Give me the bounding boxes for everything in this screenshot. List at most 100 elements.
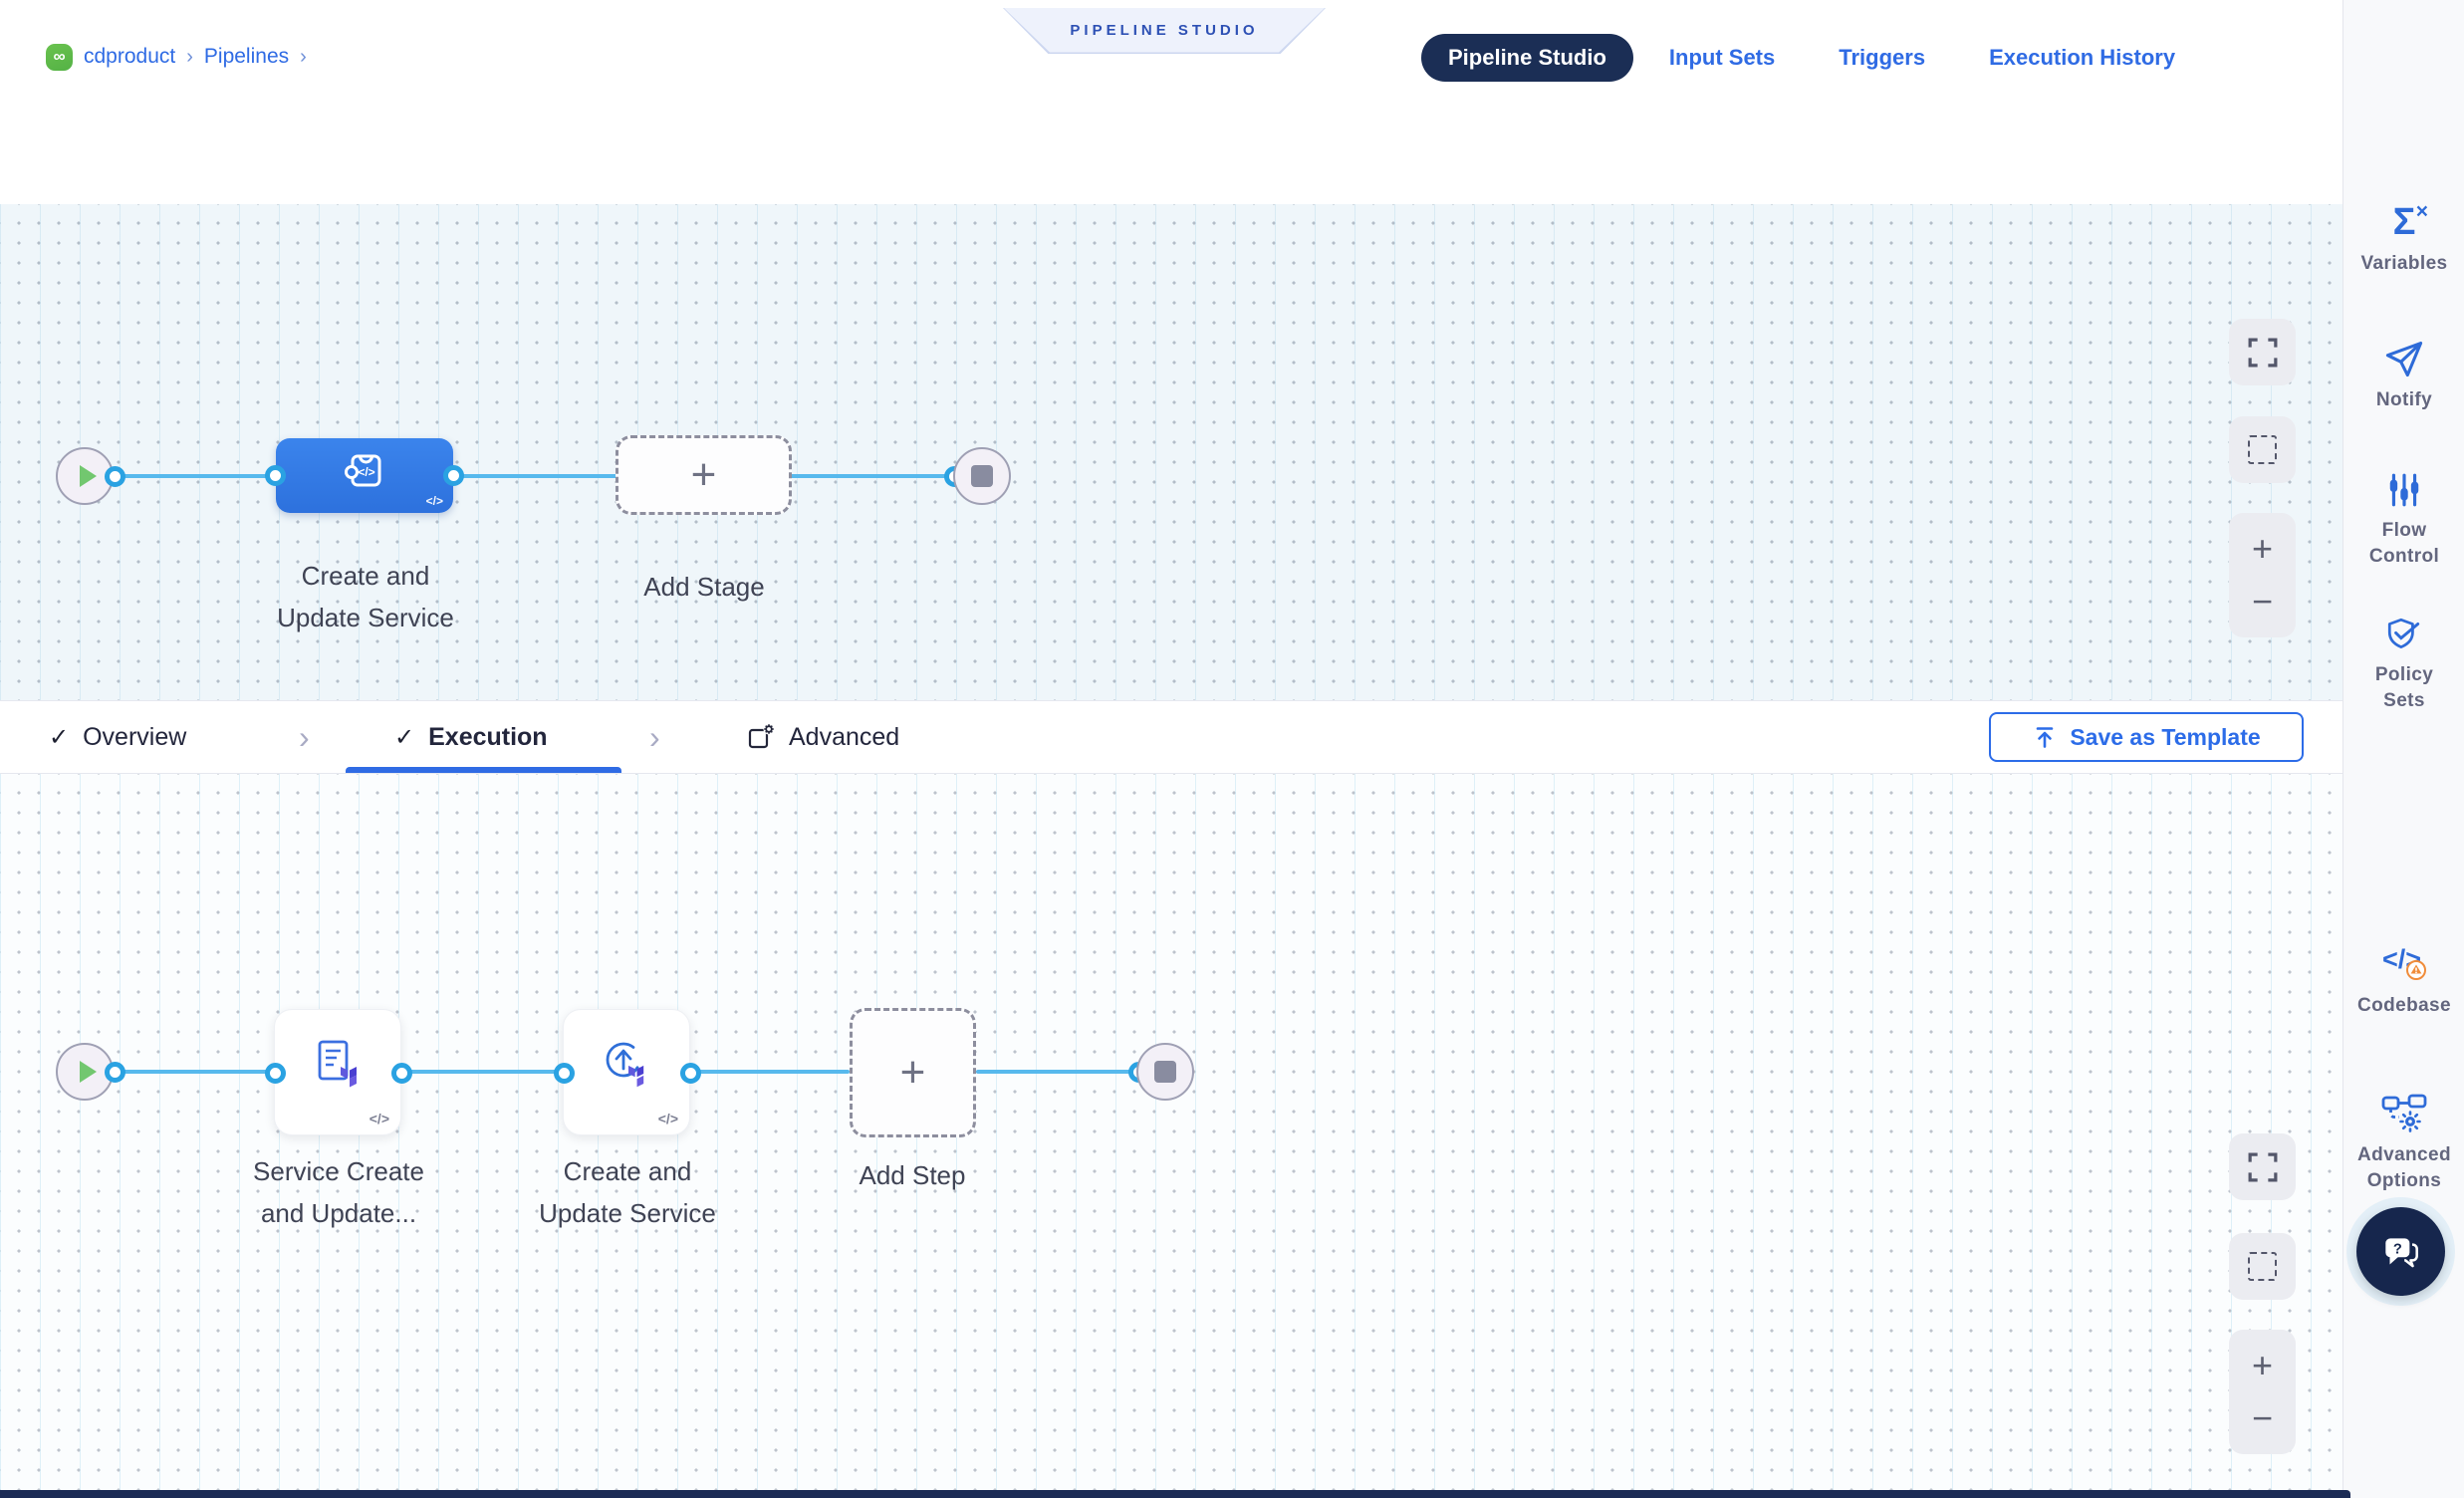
sidebar-item-variables[interactable]: Σ× Variables bbox=[2360, 200, 2448, 274]
chat-question-icon: ? bbox=[2384, 1237, 2418, 1267]
zoom-out-button[interactable]: − bbox=[2251, 1397, 2274, 1439]
stop-square-icon bbox=[971, 465, 993, 487]
chevron-right-icon: › bbox=[299, 718, 310, 755]
pipeline-studio-banner-label: PIPELINE STUDIO bbox=[1004, 8, 1325, 53]
zoom-out-button[interactable]: − bbox=[2251, 581, 2274, 623]
terraform-plan-step-icon bbox=[275, 1036, 400, 1092]
plus-icon: + bbox=[899, 1048, 926, 1097]
notify-paper-plane-icon bbox=[2385, 341, 2423, 377]
plus-icon: + bbox=[690, 450, 717, 499]
check-icon: ✓ bbox=[49, 723, 70, 751]
breadcrumb-project-link[interactable]: cdproduct bbox=[84, 45, 176, 68]
help-chat-button[interactable]: ? bbox=[2356, 1207, 2445, 1296]
start-play-icon bbox=[80, 1061, 97, 1083]
pipeline-end-node bbox=[953, 447, 1011, 505]
stop-square-icon bbox=[1154, 1061, 1176, 1083]
connector-line bbox=[453, 474, 617, 478]
policy-shield-check-icon bbox=[2387, 618, 2420, 648]
connector-port bbox=[680, 1063, 701, 1084]
terraform-apply-step-icon bbox=[564, 1036, 689, 1092]
zoom-in-button[interactable]: + bbox=[2251, 527, 2274, 569]
selection-marquee-icon bbox=[2248, 435, 2277, 464]
code-badge: </> bbox=[369, 1111, 389, 1126]
fullscreen-button[interactable] bbox=[2229, 319, 2296, 385]
connector-line bbox=[976, 1070, 1138, 1074]
codebase-icon: </> bbox=[2382, 944, 2426, 980]
advanced-options-icon bbox=[2381, 1094, 2427, 1132]
stage-node-label: Create and Update Service bbox=[277, 561, 454, 632]
upload-icon bbox=[2037, 726, 2054, 748]
connector-line bbox=[401, 1070, 563, 1074]
pipeline-toolbar: Onboarding Service VISUAL YAML Save Disc… bbox=[0, 107, 2342, 292]
tab-input-sets[interactable]: Input Sets bbox=[1668, 45, 1776, 70]
sidebar-item-flow-control[interactable]: Flow Control bbox=[2343, 471, 2464, 570]
right-sidebar: Σ× Variables Notify Flow Control bbox=[2342, 0, 2464, 1498]
tab-execution-history[interactable]: Execution History bbox=[1989, 45, 2176, 70]
chevron-right-icon: › bbox=[649, 718, 660, 755]
connector-port bbox=[265, 465, 286, 486]
add-stage-label: Add Stage bbox=[643, 572, 765, 602]
breadcrumb: ∞ cdproduct › Pipelines › bbox=[46, 40, 307, 74]
connector-port bbox=[105, 466, 125, 487]
bottom-bar bbox=[0, 1490, 2350, 1498]
execution-graph-canvas: </> </> + bbox=[0, 774, 2342, 1498]
connector-line bbox=[687, 1070, 850, 1074]
zoom-controls: + − bbox=[2229, 513, 2296, 637]
code-badge: </> bbox=[657, 1111, 678, 1126]
tab-execution[interactable]: ✓ Execution bbox=[394, 722, 548, 751]
breadcrumb-pipelines-link[interactable]: Pipelines bbox=[203, 45, 290, 68]
zoom-controls: + − bbox=[2229, 1330, 2296, 1454]
breadcrumb-chevron-icon: › bbox=[300, 45, 307, 68]
fullscreen-icon bbox=[2248, 338, 2277, 367]
add-stage-button[interactable]: + bbox=[616, 435, 792, 515]
step-node-create-and-update-service[interactable]: </> bbox=[554, 1009, 701, 1135]
pipeline-studio-banner: PIPELINE STUDIO bbox=[1003, 8, 1326, 54]
execution-start-node bbox=[56, 1043, 114, 1101]
tab-triggers[interactable]: Triggers bbox=[1839, 45, 1926, 70]
tab-overview[interactable]: ✓ Overview bbox=[49, 722, 187, 751]
connector-line bbox=[95, 474, 276, 478]
step-node-service-create-and-update[interactable]: </> bbox=[265, 1009, 412, 1135]
start-play-icon bbox=[80, 465, 97, 487]
check-icon: ✓ bbox=[394, 723, 415, 751]
selection-marquee-icon bbox=[2248, 1252, 2277, 1281]
stage-graph-canvas: </> </> + Create and Update Service Add … bbox=[0, 204, 2342, 700]
svg-text:</>: </> bbox=[358, 465, 374, 479]
top-navigation: Pipeline Studio Input Sets Triggers Exec… bbox=[1421, 34, 2175, 82]
step2-label: Create and Update Service bbox=[539, 1156, 716, 1228]
top-header: ∞ cdproduct › Pipelines › PIPELINE STUDI… bbox=[0, 0, 2342, 108]
sidebar-item-policy-sets[interactable]: Policy Sets bbox=[2343, 616, 2464, 714]
harness-logo-icon[interactable]: ∞ bbox=[46, 43, 73, 71]
custom-stage-icon: </> bbox=[276, 445, 453, 495]
save-as-template-button[interactable]: Save as Template bbox=[1989, 712, 2304, 762]
code-badge: </> bbox=[425, 494, 443, 508]
connector-port bbox=[391, 1063, 412, 1084]
connector-port bbox=[554, 1063, 575, 1084]
flow-control-sliders-icon bbox=[2389, 473, 2419, 507]
multi-select-button[interactable] bbox=[2229, 416, 2296, 483]
tab-advanced[interactable]: Advanced bbox=[747, 701, 899, 773]
connector-port bbox=[443, 465, 464, 486]
add-step-button[interactable]: + bbox=[850, 1008, 976, 1137]
sidebar-item-advanced-options[interactable]: Advanced Options bbox=[2343, 1092, 2464, 1194]
zoom-in-button[interactable]: + bbox=[2251, 1344, 2274, 1385]
connector-line bbox=[790, 474, 954, 478]
add-step-label: Add Step bbox=[859, 1160, 966, 1190]
advanced-settings-icon bbox=[748, 723, 775, 749]
connector-port bbox=[105, 1062, 125, 1083]
svg-text:?: ? bbox=[2392, 1241, 2401, 1257]
variables-icon: Σ× bbox=[2392, 200, 2428, 243]
stage-node-create-and-update-service[interactable]: </> </> bbox=[265, 438, 464, 513]
step1-label: Service Create and Update... bbox=[253, 1156, 424, 1228]
execution-end-node bbox=[1136, 1043, 1194, 1101]
stage-config-tabbar: ✓ Overview › ✓ Execution › Advanced bbox=[0, 700, 2342, 774]
fullscreen-icon bbox=[2248, 1152, 2277, 1181]
fullscreen-button[interactable] bbox=[2229, 1133, 2296, 1200]
breadcrumb-chevron-icon: › bbox=[186, 45, 193, 68]
sidebar-item-codebase[interactable]: </> Codebase bbox=[2343, 940, 2464, 1019]
multi-select-button[interactable] bbox=[2229, 1233, 2296, 1300]
connector-line bbox=[95, 1070, 274, 1074]
tab-pipeline-studio[interactable]: Pipeline Studio bbox=[1421, 34, 1633, 82]
sidebar-item-notify[interactable]: Notify bbox=[2343, 339, 2464, 413]
